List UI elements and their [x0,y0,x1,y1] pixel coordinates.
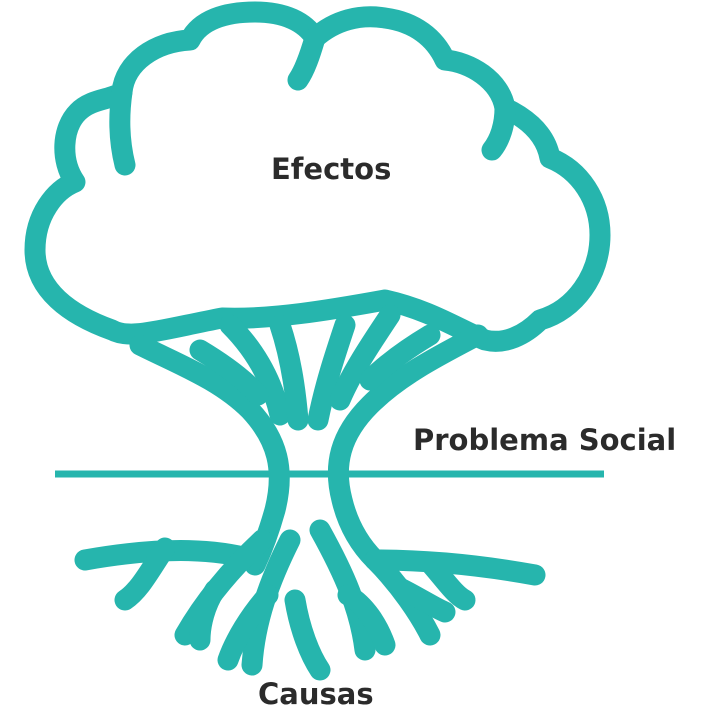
root-right-sub [389,577,456,623]
root-left-sub-2 [189,579,226,651]
root-center [284,589,331,681]
problem-label: Problema Social [413,423,677,457]
root-right-long [364,549,546,586]
canopy-detail-right [481,97,516,161]
root-right-sub-2 [419,552,476,611]
causes-label: Causas [258,677,374,711]
canopy-detail-left [109,81,136,176]
canopy-detail-top [287,27,326,91]
canopy-outline [24,1,611,352]
branch-inner-5 [189,339,269,406]
root-left-sub-1 [114,537,176,611]
branch-inner-1 [219,314,291,426]
branch-inner-6 [359,324,441,391]
trunk-right [327,324,489,571]
branch-inner-2 [269,314,309,431]
effects-label: Efectos [271,152,392,186]
branch-inner-3 [307,314,356,431]
branch-inner-4 [329,304,401,411]
root-center-right-sub [337,584,396,656]
root-center-left-sub [217,584,279,671]
